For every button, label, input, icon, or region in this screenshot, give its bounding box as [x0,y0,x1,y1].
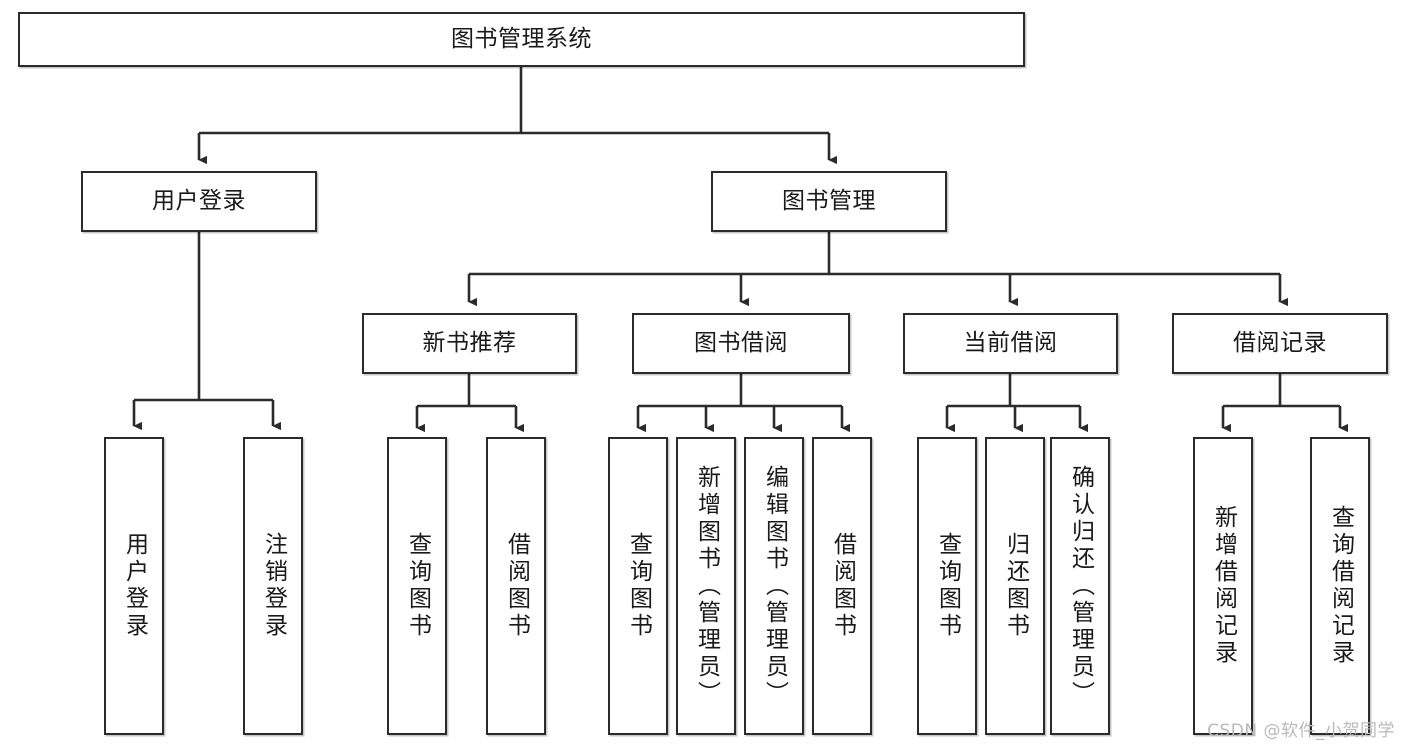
node-leaf[interactable]: 查询图书 [387,437,447,735]
edge-group-book-mgmt [467,232,1289,307]
node-leaf[interactable]: 用户登录 [104,437,164,735]
leaf-text-wrap: 借阅图书 [488,439,544,733]
node-leaf[interactable]: 编辑图书（管理员） [744,437,804,735]
node-level2-user-login[interactable]: 用户登录 [81,171,317,232]
leaf-text-wrap: 注销登录 [245,439,301,733]
node-leaf[interactable]: 借阅图书 [486,437,546,735]
edge-group-borrow [636,374,851,433]
node-leaf-label: 查询借阅记录 [1327,505,1354,667]
node-level3-current-borrow-label: 当前借阅 [963,329,1058,356]
node-level3-current-borrow[interactable]: 当前借阅 [903,313,1118,374]
node-leaf[interactable]: 归还图书 [985,437,1045,735]
node-level3-new-book-recommend-label: 新书推荐 [422,329,517,356]
node-root-label: 图书管理系统 [451,25,592,52]
node-leaf[interactable]: 新增图书（管理员） [676,437,736,735]
node-level3-borrow-records-label: 借阅记录 [1233,329,1327,356]
node-leaf-label: 新增图书（管理员） [693,464,720,708]
node-leaf-label: 编辑图书（管理员） [761,464,788,708]
node-level2-book-management-label: 图书管理 [782,187,876,214]
node-leaf-label: 查询图书 [625,532,652,640]
leaf-text-wrap: 查询借阅记录 [1312,439,1368,733]
leaf-text-wrap: 新增图书（管理员） [678,439,734,733]
node-leaf-label: 归还图书 [1002,532,1029,640]
node-leaf[interactable]: 查询图书 [917,437,977,735]
leaf-text-wrap: 用户登录 [106,439,162,733]
node-level3-borrow-records[interactable]: 借阅记录 [1172,313,1388,374]
node-level2-book-management[interactable]: 图书管理 [711,171,947,232]
node-leaf-label: 注销登录 [260,532,287,640]
leaf-text-wrap: 查询图书 [919,439,975,733]
leaf-text-wrap: 查询图书 [610,439,666,733]
leaf-text-wrap: 归还图书 [987,439,1043,733]
node-leaf-label: 查询图书 [934,532,961,640]
node-level2-user-login-label: 用户登录 [152,187,246,214]
node-leaf[interactable]: 确认归还（管理员） [1050,437,1110,735]
leaf-text-wrap: 确认归还（管理员） [1052,439,1108,733]
node-leaf[interactable]: 注销登录 [243,437,303,735]
node-leaf-label: 用户登录 [121,532,148,640]
edge-group-new-books [415,374,525,433]
leaf-text-wrap: 查询图书 [389,439,445,733]
node-leaf[interactable]: 查询借阅记录 [1310,437,1370,735]
node-level3-book-borrow-label: 图书借阅 [694,329,788,356]
node-level3-book-borrow[interactable]: 图书借阅 [632,313,850,374]
node-root[interactable]: 图书管理系统 [18,12,1025,67]
node-leaf[interactable]: 查询图书 [608,437,668,735]
leaf-text-wrap: 借阅图书 [814,439,870,733]
node-leaf-label: 确认归还（管理员） [1067,464,1094,708]
edge-group-user-login [132,232,282,431]
node-leaf-label: 查询图书 [404,532,431,640]
node-leaf-label: 借阅图书 [829,532,856,640]
node-leaf-label: 新增借阅记录 [1210,505,1237,667]
edge-group-root [197,67,838,165]
node-level3-new-book-recommend[interactable]: 新书推荐 [362,313,577,374]
edge-group-current-borrow [945,374,1089,433]
node-leaf[interactable]: 借阅图书 [812,437,872,735]
node-leaf-label: 借阅图书 [503,532,530,640]
leaf-text-wrap: 编辑图书（管理员） [746,439,802,733]
node-leaf[interactable]: 新增借阅记录 [1193,437,1253,735]
leaf-text-wrap: 新增借阅记录 [1195,439,1251,733]
edge-group-records [1221,374,1349,433]
